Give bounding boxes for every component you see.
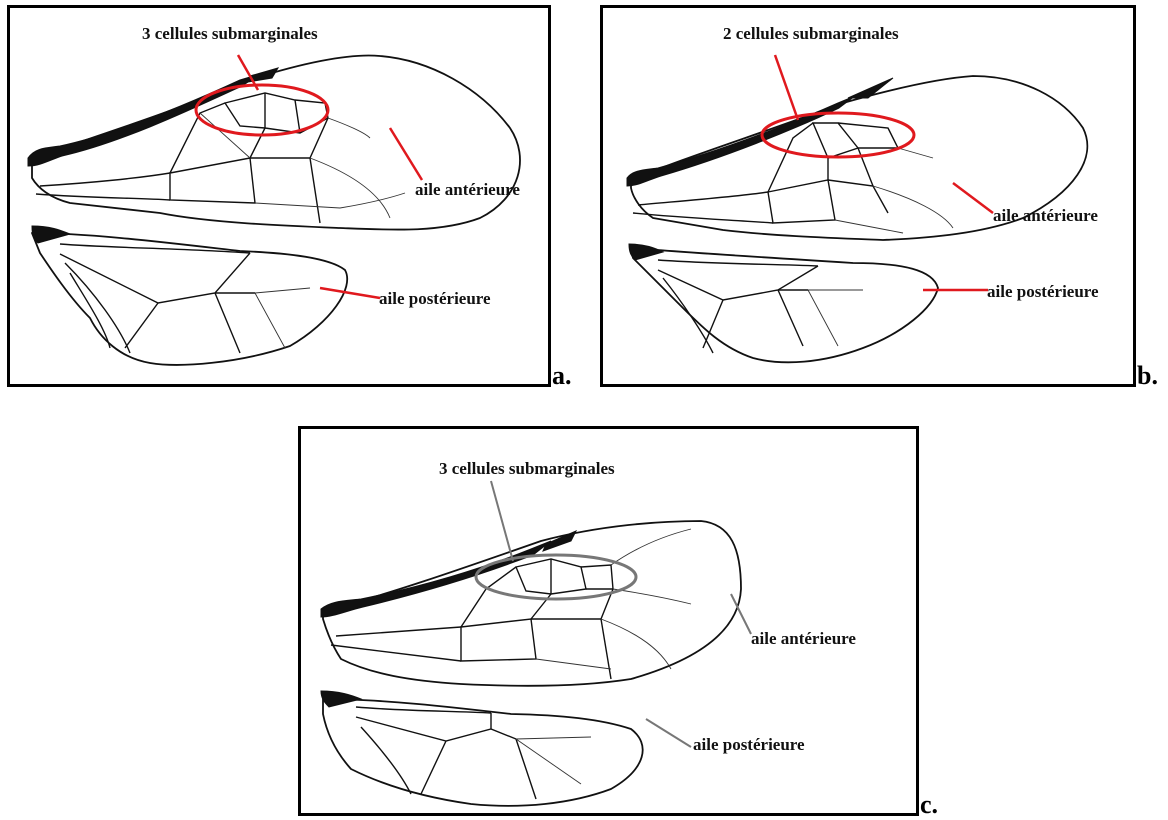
submarginal-pointer-line: [775, 55, 798, 120]
forewing-vein: [336, 627, 461, 636]
forewing-vein: [250, 128, 265, 158]
forewing-vein: [898, 148, 933, 158]
hindwing-pointer-line: [320, 288, 380, 298]
forewing-vein: [835, 220, 903, 233]
forewing-outline: [323, 521, 741, 686]
forewing-vein: [813, 123, 858, 158]
submarginal-label: 2 cellules submarginales: [723, 24, 899, 44]
hindwing-vein: [516, 739, 581, 784]
hindwing-label: aile postérieure: [379, 289, 491, 309]
forewing-label: aile antérieure: [993, 206, 1098, 226]
forewing-vein: [611, 529, 691, 565]
panel-letter-a: a.: [552, 361, 572, 391]
hindwing-vein: [255, 288, 310, 293]
panel-letter-c: c.: [920, 790, 938, 820]
forewing-vein: [200, 113, 250, 158]
panel-b: 2 cellules submarginales aile antérieure…: [600, 5, 1136, 387]
panel-a: 3 cellules submarginales aile antérieure…: [7, 5, 551, 387]
forewing-vein: [601, 619, 671, 669]
hindwing-vein: [778, 290, 803, 346]
hindwing-vein: [70, 273, 110, 348]
forewing-vein: [768, 180, 835, 223]
hindwing-vein: [808, 290, 838, 346]
hindwing-label: aile postérieure: [987, 282, 1099, 302]
hindwing-label: aile postérieure: [693, 735, 805, 755]
forewing-vein: [828, 180, 888, 213]
forewing-label: aile antérieure: [415, 180, 520, 200]
hindwing-vein: [356, 717, 516, 741]
hindwing-vein: [516, 737, 591, 739]
forewing-vein: [40, 173, 170, 186]
forewing-vein: [331, 645, 461, 661]
wing-diagram-b: [603, 8, 1133, 384]
hindwing-costa: [629, 244, 663, 260]
hindwing-vein: [125, 303, 158, 348]
forewing-vein: [536, 659, 611, 669]
hindwing-pointer-line: [646, 719, 691, 747]
panel-c: 3 cellules submarginales aile antérieure…: [298, 426, 919, 816]
hindwing-costa: [321, 691, 361, 707]
forewing-vein: [310, 158, 390, 218]
submarginal-pointer-line: [491, 481, 513, 561]
hindwing-vein: [516, 739, 536, 799]
forewing-vein: [295, 100, 300, 133]
hindwing-outline: [32, 233, 347, 365]
forewing-vein: [638, 192, 768, 205]
hindwing-outline: [323, 699, 643, 806]
forewing-vein: [170, 158, 255, 203]
hindwing-vein: [255, 293, 285, 348]
panel-letter-b: b.: [1137, 361, 1158, 391]
hindwing-vein: [215, 293, 240, 353]
forewing-vein: [601, 619, 611, 679]
hindwing-vein: [421, 741, 446, 794]
forewing-costa: [321, 541, 551, 617]
hindwing-vein: [658, 260, 818, 266]
forewing-vein: [255, 193, 405, 208]
forewing-vein: [461, 619, 536, 661]
submarginal-label: 3 cellules submarginales: [439, 459, 615, 479]
forewing-pointer-line: [953, 183, 993, 213]
submarginal-label: 3 cellules submarginales: [142, 24, 318, 44]
forewing-vein: [838, 123, 898, 148]
hindwing-vein: [60, 253, 250, 303]
hindwing-costa: [32, 226, 70, 243]
hindwing-vein: [65, 263, 130, 353]
hindwing-vein: [658, 266, 818, 300]
forewing-vein: [310, 158, 320, 223]
forewing-vein: [328, 118, 370, 138]
forewing-vein: [613, 589, 691, 604]
forewing-stigma: [543, 531, 576, 551]
forewing-stigma: [848, 78, 893, 98]
forewing-label: aile antérieure: [751, 629, 856, 649]
wing-diagram-c: [301, 429, 916, 813]
forewing-pointer-line: [390, 128, 422, 180]
